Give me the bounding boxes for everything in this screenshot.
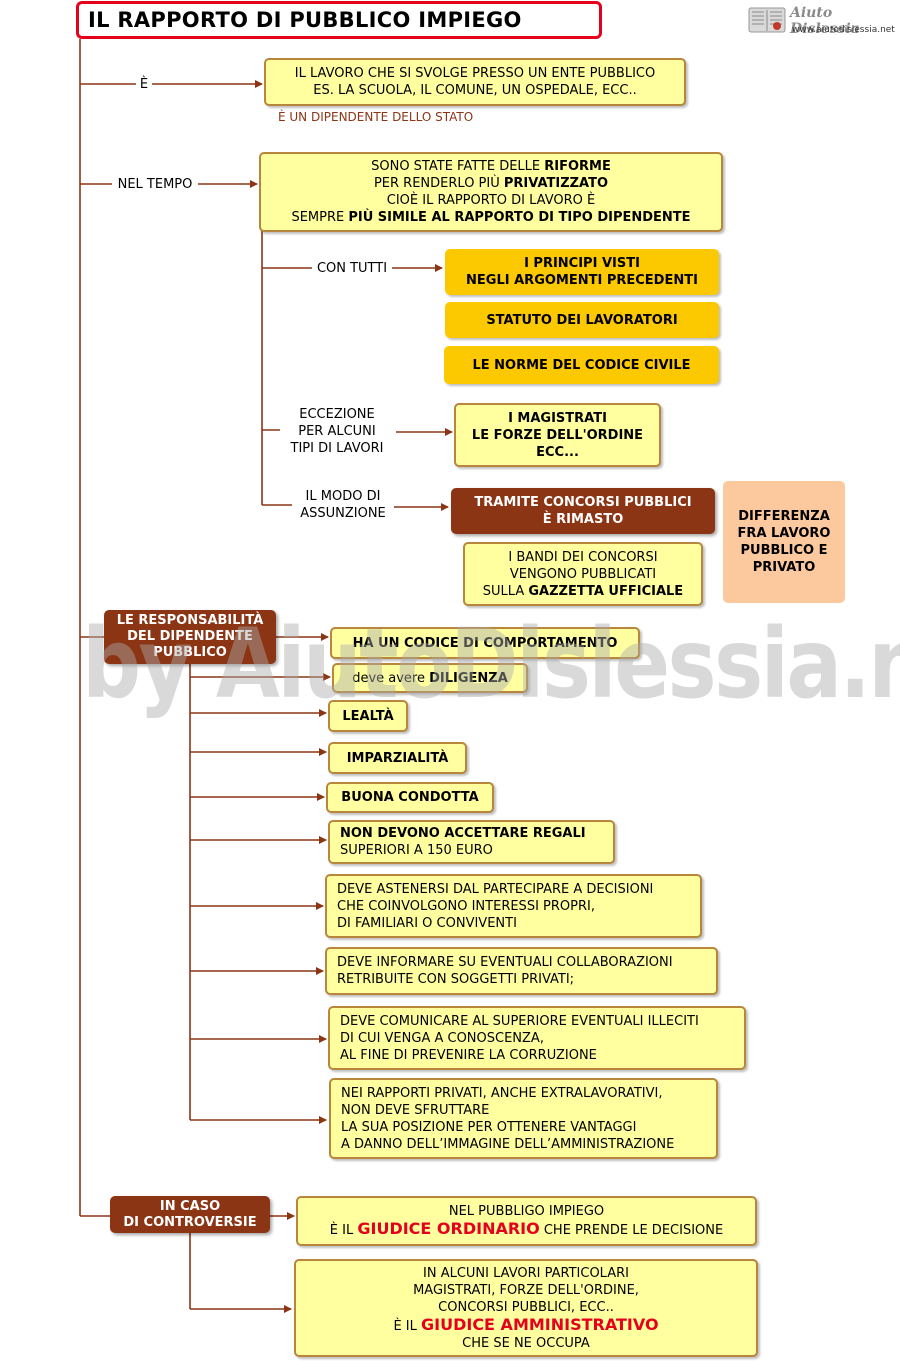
box-statuto-lavoratori: STATUTO DEI LAVORATORI xyxy=(445,302,719,338)
open-book-icon xyxy=(748,7,786,33)
box-bandi-concorsi: I BANDI DEI CONCORSI VENGONO PUBBLICATI … xyxy=(463,542,703,606)
box-controversie: IN CASO DI CONTROVERSIE xyxy=(110,1196,270,1233)
box-codice-comportamento: HA UN CODICE DI COMPORTAMENTO xyxy=(330,627,640,659)
box-imparzialita: IMPARZIALITÀ xyxy=(328,742,467,774)
logo-name: Aiuto Dislessia xyxy=(790,5,860,37)
label-modo-assunzione: IL MODO DI ASSUNZIONE xyxy=(292,488,394,522)
box-concorsi-pubblici: TRAMITE CONCORSI PUBBLICI È RIMASTO xyxy=(451,488,715,534)
box-comunicare: DEVE COMUNICARE AL SUPERIORE EVENTUALI I… xyxy=(328,1006,746,1070)
page-title: IL RAPPORTO DI PUBBLICO IMPIEGO xyxy=(76,1,602,39)
box-lealta: LEALTÀ xyxy=(328,700,408,732)
box-magistrati: I MAGISTRATI LE FORZE DELL'ORDINE ECC... xyxy=(454,403,661,467)
box-regali: NON DEVONO ACCETTARE REGALI SUPERIORI A … xyxy=(328,820,615,864)
logo[interactable]: Aiuto Dislessia www.aiutodislessia.net xyxy=(748,4,898,40)
label-eccezione: ECCEZIONE PER ALCUNI TIPI DI LAVORI xyxy=(280,406,394,457)
watermark: by AiutoDislessia.net xyxy=(82,608,900,720)
box-principi-visti: I PRINCIPI VISTI NEGLI ARGOMENTI PRECEDE… xyxy=(445,249,719,295)
label-nel-tempo: NEL TEMPO xyxy=(112,176,198,193)
box-differenza: DIFFERENZA FRA LAVORO PUBBLICO E PRIVATO xyxy=(723,481,845,603)
box-giudice-ordinario: NEL PUBBLIGO IMPIEGO È IL GIUDICE ORDINA… xyxy=(296,1196,757,1246)
box-responsabilita: LE RESPONSABILITÀ DEL DIPENDENTE PUBBLIC… xyxy=(104,610,276,664)
box-giudice-amministrativo: IN ALCUNI LAVORI PARTICOLARI MAGISTRATI,… xyxy=(294,1259,758,1357)
box-riforme: SONO STATE FATTE DELLE RIFORME PER RENDE… xyxy=(259,152,723,232)
box-diligenza: deve avere DILIGENZA xyxy=(332,663,528,693)
box-buona-condotta: BUONA CONDOTTA xyxy=(326,782,494,813)
box-codice-civile: LE NORME DEL CODICE CIVILE xyxy=(444,346,719,384)
label-e: È xyxy=(136,76,152,93)
label-con-tutti: CON TUTTI xyxy=(312,260,392,277)
logo-url: www.aiutodislessia.net xyxy=(792,25,895,35)
box-informare: DEVE INFORMARE SU EVENTUALI COLLABORAZIO… xyxy=(325,947,718,995)
note-dipendente-stato: È UN DIPENDENTE DELLO STATO xyxy=(278,110,474,124)
box-ente-pubblico: IL LAVORO CHE SI SVOLGE PRESSO UN ENTE P… xyxy=(264,58,686,106)
box-rapporti-privati: NEI RAPPORTI PRIVATI, ANCHE EXTRALAVORAT… xyxy=(329,1078,718,1159)
box-astenersi: DEVE ASTENERSI DAL PARTECIPARE A DECISIO… xyxy=(325,874,702,938)
